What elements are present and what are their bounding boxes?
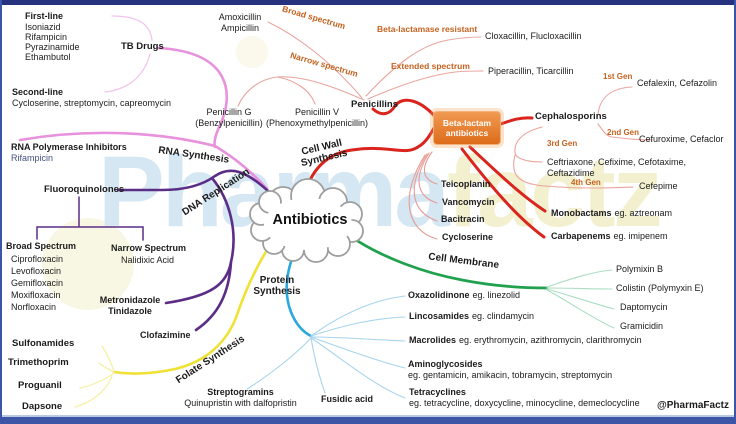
cephalosporins-node: Cephalosporins xyxy=(535,111,607,122)
colistin-node: Colistin (Polymyxin E) xyxy=(616,283,704,293)
frame-left xyxy=(0,0,2,424)
monobactams-eg: eg. aztreonam xyxy=(614,208,673,218)
second-line-title: Second-line xyxy=(12,87,64,97)
rna-pol-title: RNA Polymerase Inhibitors xyxy=(11,142,127,152)
beta-lactam-box: Beta-lactam antibiotics xyxy=(433,111,501,145)
fusidic-acid-node: Fusidic acid xyxy=(321,394,374,404)
lincosamides-name: Lincosamides xyxy=(409,311,470,321)
gen4-drugs: Cefepime xyxy=(639,181,678,191)
first-line-drugs: Isoniazid Rifampicin Pyrazinamide Ethamb… xyxy=(25,22,80,62)
broad-spectrum-title: Broad Spectrum xyxy=(6,241,77,251)
frame-bottom xyxy=(0,417,736,424)
beta-lactamase-resistant-label: Beta-lactamase resistant xyxy=(377,24,478,34)
cycloserine-node: Cycloserine xyxy=(442,232,494,242)
second-line-drugs: Cycloserine, streptomycin, capreomycin xyxy=(12,98,172,108)
watermark-left: Pharma xyxy=(98,136,450,248)
oxazolidinone-name: Oxazolidinone xyxy=(408,290,470,300)
streptogramins-name: Streptogramins xyxy=(207,387,274,397)
streptogramins-eg: Quinupristin with dalfopristin xyxy=(184,398,297,408)
gen3-label: 3rd Gen xyxy=(547,139,578,148)
narrow-spectrum-title: Narrow Spectrum xyxy=(111,243,187,253)
gen2-label: 2nd Gen xyxy=(607,128,640,137)
narrow-spectrum-drug: Nalidixic Acid xyxy=(121,255,175,265)
polymixin-node: Polymixin B xyxy=(616,264,664,274)
center-node: Antibiotics xyxy=(272,212,348,228)
fluoroquinolones-node: Fluoroquinolones xyxy=(44,184,125,195)
gen3-drugs: Ceftriaxone, Cefixime, Cefotaxime, Cefta… xyxy=(547,157,687,178)
metronidazole-node: Metronidazole Tinidazole xyxy=(99,295,161,316)
rna-pol-drug: Rifampicin xyxy=(11,153,54,163)
daptomycin-node: Daptomycin xyxy=(620,302,668,312)
tetracyclines-eg: eg. tetracycline, doxycycline, minocycli… xyxy=(409,398,640,408)
tetracyclines-name: Tetracyclines xyxy=(409,387,466,397)
lincosamides-eg: eg. clindamycin xyxy=(472,311,535,321)
teicoplanin-node: Teicoplanin xyxy=(441,179,491,189)
tb-drugs-node: TB Drugs xyxy=(121,41,164,52)
penicillin-v-node: Penicillin V (Phenoxymethylpenicillin) xyxy=(265,107,369,128)
amoxicillin-node: Amoxicillin Ampicillin xyxy=(218,12,262,33)
macrolides-name: Macrolides xyxy=(409,335,457,345)
clofazimine-node: Clofazimine xyxy=(140,330,191,340)
piperacillin-node: Piperacillin, Ticarcillin xyxy=(488,66,574,76)
trimethoprim-node: Trimethoprim xyxy=(8,357,69,368)
extended-spectrum-label: Extended spectrum xyxy=(391,61,470,71)
frame-top xyxy=(0,0,736,5)
gramicidin-node: Gramicidin xyxy=(620,321,664,331)
macrolides-eg: eg. erythromycin, azithromycin, clarithr… xyxy=(459,335,642,345)
vancomycin-node: Vancomycin xyxy=(442,197,495,207)
broad-spectrum-drugs: Ciprofloxacin Levofloxacin Gemifloxacin … xyxy=(11,254,64,312)
carbapenems-name: Carbapenems xyxy=(551,231,611,241)
sulfonamides-node: Sulfonamides xyxy=(12,338,75,349)
carbapenems-eg: eg. imipenem xyxy=(613,231,668,241)
aminoglycosides-name: Aminoglycosides xyxy=(408,359,483,369)
gen1-drugs: Cefalexin, Cefazolin xyxy=(637,78,718,88)
proguanil-node: Proguanil xyxy=(18,380,62,391)
dapsone-node: Dapsone xyxy=(22,401,63,412)
penicillins-node: Penicillins xyxy=(351,99,398,110)
cloxacillin-node: Cloxacillin, Flucloxacillin xyxy=(485,31,582,41)
oxazolidinone-eg: eg. linezolid xyxy=(472,290,521,300)
aminoglycosides-eg: eg. gentamicin, amikacin, tobramycin, st… xyxy=(408,370,613,380)
twitter-handle: @PharmaFactz xyxy=(657,400,729,411)
first-line-title: First-line xyxy=(25,11,64,21)
twitter-bird-icon xyxy=(634,398,654,413)
frame-right xyxy=(734,0,736,424)
bacitracin-node: Bacitracin xyxy=(441,214,485,224)
gen1-label: 1st Gen xyxy=(603,72,633,81)
protein-branch-label: Protein Synthesis xyxy=(253,275,301,297)
gen2-drugs: Cefuroxime, Cefaclor xyxy=(639,134,724,144)
monobactams-name: Monobactams xyxy=(551,208,612,218)
frame-bottom-line xyxy=(0,415,736,417)
watermark-blob xyxy=(236,36,268,68)
penicillin-g-node: Penicillin G (Benzylpenicillin) xyxy=(195,107,263,128)
watermark-blob xyxy=(42,218,134,310)
gen4-label: 4th Gen xyxy=(571,178,601,187)
